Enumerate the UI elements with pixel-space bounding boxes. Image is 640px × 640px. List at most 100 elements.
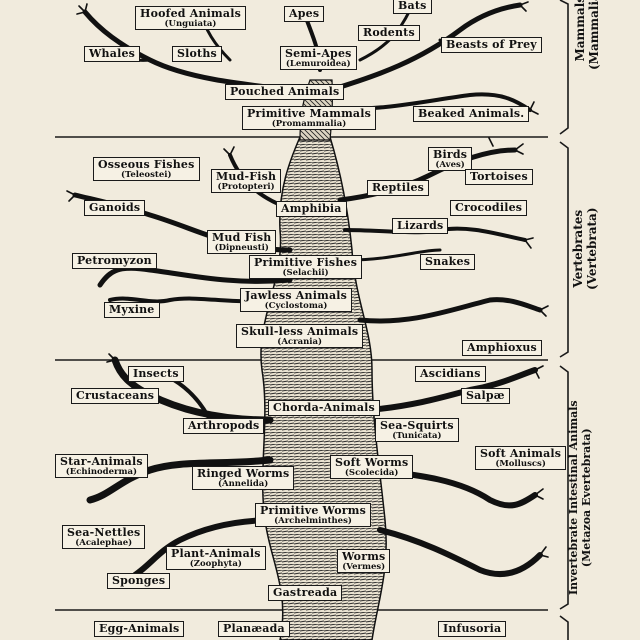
section-mammals-line2: (Mammalia) bbox=[586, 0, 601, 70]
label-apes: Apes bbox=[284, 6, 325, 22]
label-amphibia-main: Amphibia bbox=[281, 202, 342, 215]
label-mud-fish-bottom-main: Mud Fish bbox=[212, 231, 272, 244]
section-label-vertebrates: Vertebrates (Vertebrata) bbox=[571, 207, 600, 290]
label-sea-squirts: Sea-Squirts (Tunicata) bbox=[375, 418, 459, 443]
label-osseous-fishes-sub: (Teleostei) bbox=[121, 169, 172, 180]
label-star-animals: Star-Animals (Echinoderma) bbox=[55, 454, 148, 479]
label-amphioxus-main: Amphioxus bbox=[467, 341, 537, 354]
label-lizards-main: Lizards bbox=[397, 219, 444, 232]
section-invertebrates-line1: Invertebrate Intestinal Animals bbox=[567, 400, 580, 595]
label-sea-squirts-main: Sea-Squirts bbox=[380, 419, 454, 432]
label-reptiles: Reptiles bbox=[367, 180, 430, 196]
label-soft-worms-sub: (Scolecida) bbox=[344, 467, 399, 478]
label-sea-squirts-sub: (Tunicata) bbox=[392, 430, 442, 441]
label-mud-fish-bottom-sub: (Dipneusti) bbox=[214, 242, 269, 253]
label-salpae-main: Salpæ bbox=[466, 389, 505, 402]
label-sloths-main: Sloths bbox=[177, 47, 217, 60]
label-osseous-fishes: Osseous Fishes (Teleostei) bbox=[93, 157, 200, 182]
label-birds-main: Birds bbox=[433, 148, 468, 161]
label-crustaceans-main: Crustaceans bbox=[76, 389, 155, 402]
label-gastreada-main: Gastreada bbox=[273, 586, 338, 599]
label-mud-fish-top-main: Mud-Fish bbox=[216, 170, 277, 183]
label-ascidians-main: Ascidians bbox=[420, 367, 481, 380]
label-soft-animals: Soft Animals (Molluscs) bbox=[475, 446, 567, 471]
label-infusoria: Infusoria bbox=[438, 621, 507, 637]
label-amphioxus: Amphioxus bbox=[462, 340, 542, 356]
label-worms-sub: (Vermes) bbox=[342, 561, 386, 572]
section-vertebrates-line2: (Vertebrata) bbox=[584, 207, 599, 290]
label-crocodiles: Crocodiles bbox=[450, 200, 528, 216]
label-chorda-animals-main: Chorda-Animals bbox=[273, 401, 375, 414]
label-whales: Whales bbox=[84, 46, 141, 62]
label-sea-nettles-main: Sea-Nettles bbox=[67, 526, 141, 539]
label-infusoria-main: Infusoria bbox=[443, 622, 502, 635]
label-arthropods: Arthropods bbox=[183, 418, 265, 434]
label-jawless-animals: Jawless Animals (Cyclostoma) bbox=[240, 288, 353, 313]
label-beasts-of-prey-main: Beasts of Prey bbox=[446, 38, 537, 51]
label-primitive-mammals-sub: (Promammalia) bbox=[271, 118, 347, 129]
label-soft-animals-main: Soft Animals bbox=[480, 447, 562, 460]
section-mammals-line1: Mammals bbox=[573, 0, 587, 62]
label-star-animals-sub: (Echinoderma) bbox=[65, 466, 138, 477]
label-salpae: Salpæ bbox=[461, 388, 510, 404]
label-hoofed-animals: Hoofed Animals (Unguiata) bbox=[135, 6, 246, 31]
label-primitive-fishes-sub: (Selachii) bbox=[282, 267, 329, 278]
label-skull-less-animals-sub: (Acrania) bbox=[277, 336, 323, 347]
label-pouched-animals: Pouched Animals bbox=[225, 84, 345, 100]
label-bats-main: Bats bbox=[398, 0, 427, 12]
label-lizards: Lizards bbox=[392, 218, 449, 234]
label-planaeada: Planæada bbox=[218, 621, 290, 637]
label-bats: Bats bbox=[393, 0, 432, 14]
label-mud-fish-top: Mud-Fish (Protopteri) bbox=[211, 169, 282, 194]
label-ascidians: Ascidians bbox=[415, 366, 486, 382]
label-primitive-worms-main: Primitive Worms bbox=[260, 504, 366, 517]
label-beaked-animals: Beaked Animals. bbox=[413, 106, 530, 122]
label-semi-apes: Semi-Apes (Lemuroidea) bbox=[280, 46, 357, 71]
label-sloths: Sloths bbox=[172, 46, 222, 62]
label-worms-main: Worms bbox=[342, 550, 386, 563]
label-plant-animals-main: Plant-Animals bbox=[171, 547, 261, 560]
label-star-animals-main: Star-Animals bbox=[60, 455, 143, 468]
label-insects-main: Insects bbox=[133, 367, 179, 380]
label-ringed-worms-main: Ringed Worms bbox=[197, 467, 290, 480]
label-skull-less-animals-main: Skull-less Animals bbox=[241, 325, 359, 338]
label-osseous-fishes-main: Osseous Fishes bbox=[98, 158, 195, 171]
label-snakes-main: Snakes bbox=[425, 255, 471, 268]
label-worms: Worms (Vermes) bbox=[337, 549, 391, 574]
label-petromyzon: Petromyzon bbox=[72, 253, 157, 269]
label-snakes: Snakes bbox=[420, 254, 476, 270]
label-pouched-animals-main: Pouched Animals bbox=[230, 85, 340, 98]
label-beaked-animals-main: Beaked Animals. bbox=[418, 107, 525, 120]
section-vertebrates-line1: Vertebrates bbox=[571, 209, 585, 288]
label-plant-animals-sub: (Zoophyta) bbox=[189, 558, 242, 569]
label-rodents-main: Rodents bbox=[363, 26, 415, 39]
label-crocodiles-main: Crocodiles bbox=[455, 201, 523, 214]
label-primitive-mammals-main: Primitive Mammals bbox=[247, 107, 372, 120]
label-semi-apes-main: Semi-Apes bbox=[285, 47, 352, 60]
label-sponges: Sponges bbox=[107, 573, 171, 589]
label-ringed-worms: Ringed Worms (Annelida) bbox=[192, 466, 295, 491]
label-primitive-fishes-main: Primitive Fishes bbox=[254, 256, 358, 269]
label-planaeada-main: Planæada bbox=[223, 622, 285, 635]
label-whales-main: Whales bbox=[89, 47, 136, 60]
section-invertebrates-line2: (Metazoa Evertebrata) bbox=[579, 428, 593, 568]
label-amphibia: Amphibia bbox=[276, 201, 347, 217]
label-crustaceans: Crustaceans bbox=[71, 388, 160, 404]
label-mud-fish-bottom: Mud Fish (Dipneusti) bbox=[207, 230, 277, 255]
label-hoofed-animals-main: Hoofed Animals bbox=[140, 7, 241, 20]
label-tortoises: Tortoises bbox=[465, 169, 533, 185]
label-insects: Insects bbox=[128, 366, 184, 382]
section-label-mammals: Mammals (Mammalia) bbox=[573, 0, 602, 70]
label-soft-worms: Soft Worms (Scolecida) bbox=[330, 455, 414, 480]
label-chorda-animals: Chorda-Animals bbox=[268, 400, 380, 416]
label-jawless-animals-main: Jawless Animals bbox=[245, 289, 348, 302]
label-birds-sub: (Aves) bbox=[435, 159, 465, 170]
label-egg-animals: Egg-Animals bbox=[94, 621, 185, 637]
label-tortoises-main: Tortoises bbox=[470, 170, 528, 183]
label-egg-animals-main: Egg-Animals bbox=[99, 622, 180, 635]
section-brackets bbox=[559, 0, 569, 640]
label-myxine: Myxine bbox=[104, 302, 160, 318]
label-myxine-main: Myxine bbox=[109, 303, 155, 316]
label-arthropods-main: Arthropods bbox=[188, 419, 260, 432]
label-primitive-worms: Primitive Worms (Archelminthes) bbox=[255, 503, 371, 528]
